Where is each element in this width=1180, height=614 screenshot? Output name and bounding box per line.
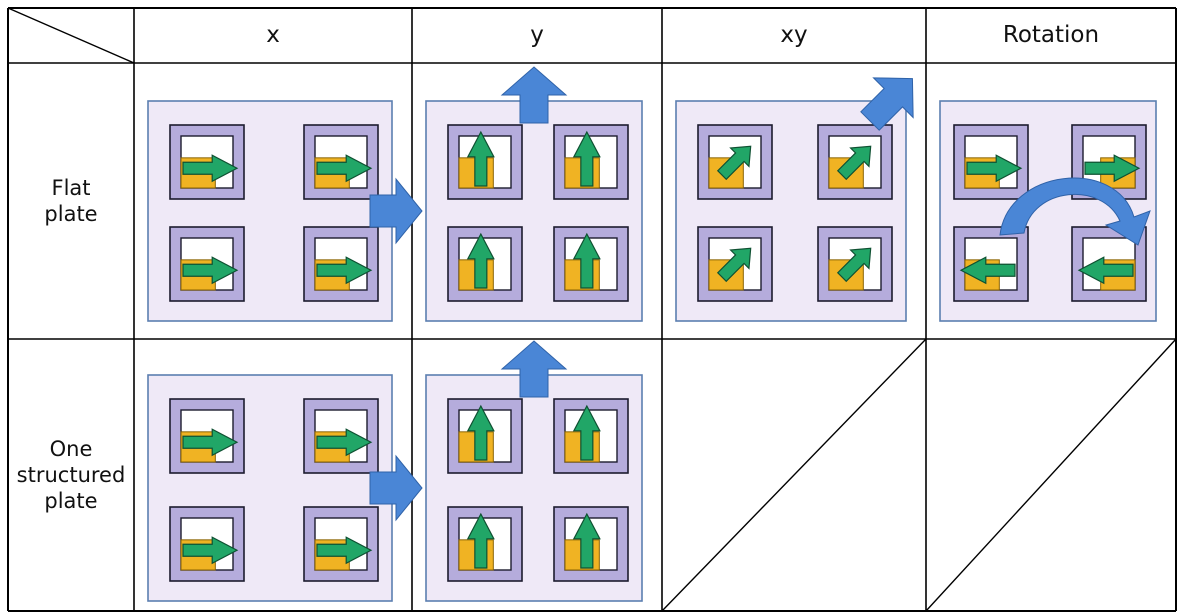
column-header-x: x [266,22,280,49]
rotation-arrow-icon [999,177,1151,246]
green-arrow-icon [836,145,872,181]
tile [303,506,379,582]
green-arrow-icon [182,154,239,183]
empty-cell-diagonal [661,338,927,612]
green-arrow-icon [966,154,1023,183]
tile [953,124,1029,200]
motion-arrow-y-icon [500,66,568,124]
header-corner-diagonal [7,7,135,64]
tile [303,124,379,200]
green-arrow-icon [716,247,752,283]
green-arrow-icon [572,404,601,461]
tile [447,226,523,302]
tile [303,226,379,302]
green-arrow-icon [466,404,495,461]
green-arrow-icon [572,512,601,569]
green-arrow-icon [316,428,373,457]
row-header-flat-plate: Flat plate [8,63,134,339]
green-arrow-icon [716,145,752,181]
tile [169,124,245,200]
green-arrow-icon [836,247,872,283]
tile [553,398,629,474]
green-arrow-icon [466,130,495,187]
green-arrow-icon [466,232,495,289]
tile [953,226,1029,302]
tile [169,506,245,582]
tile [817,226,893,302]
motion-arrow-xy-icon [860,77,914,131]
green-arrow-icon [182,256,239,285]
tile [169,226,245,302]
tile [169,398,245,474]
tile [817,124,893,200]
tile [553,124,629,200]
tile [447,506,523,582]
green-arrow-icon [572,232,601,289]
tile [447,398,523,474]
green-arrow-icon [466,512,495,569]
green-arrow-icon [182,536,239,565]
motion-arrow-y-icon [500,340,568,398]
green-arrow-icon [959,256,1016,285]
tile [553,226,629,302]
green-arrow-icon [1077,256,1134,285]
green-arrow-icon [316,256,373,285]
row-header-one-structured-plate: One structured plate [8,339,134,611]
column-header-rotation: Rotation [1002,22,1100,49]
row-label-one-structured-plate: One structured plate [16,436,126,514]
row-label-flat-plate: Flat plate [44,175,98,226]
green-arrow-icon [572,130,601,187]
empty-cell-diagonal [925,338,1177,612]
tile [553,506,629,582]
column-header-y: y [530,22,544,49]
motion-arrow-x-icon [369,177,423,245]
tile [303,398,379,474]
tile [1071,124,1147,200]
motion-arrow-x-icon [369,454,423,522]
tile [447,124,523,200]
tile [697,124,773,200]
column-header-xy: xy [780,22,808,49]
green-arrow-icon [316,536,373,565]
green-arrow-icon [182,428,239,457]
green-arrow-icon [316,154,373,183]
tile [697,226,773,302]
green-arrow-icon [1084,154,1141,183]
